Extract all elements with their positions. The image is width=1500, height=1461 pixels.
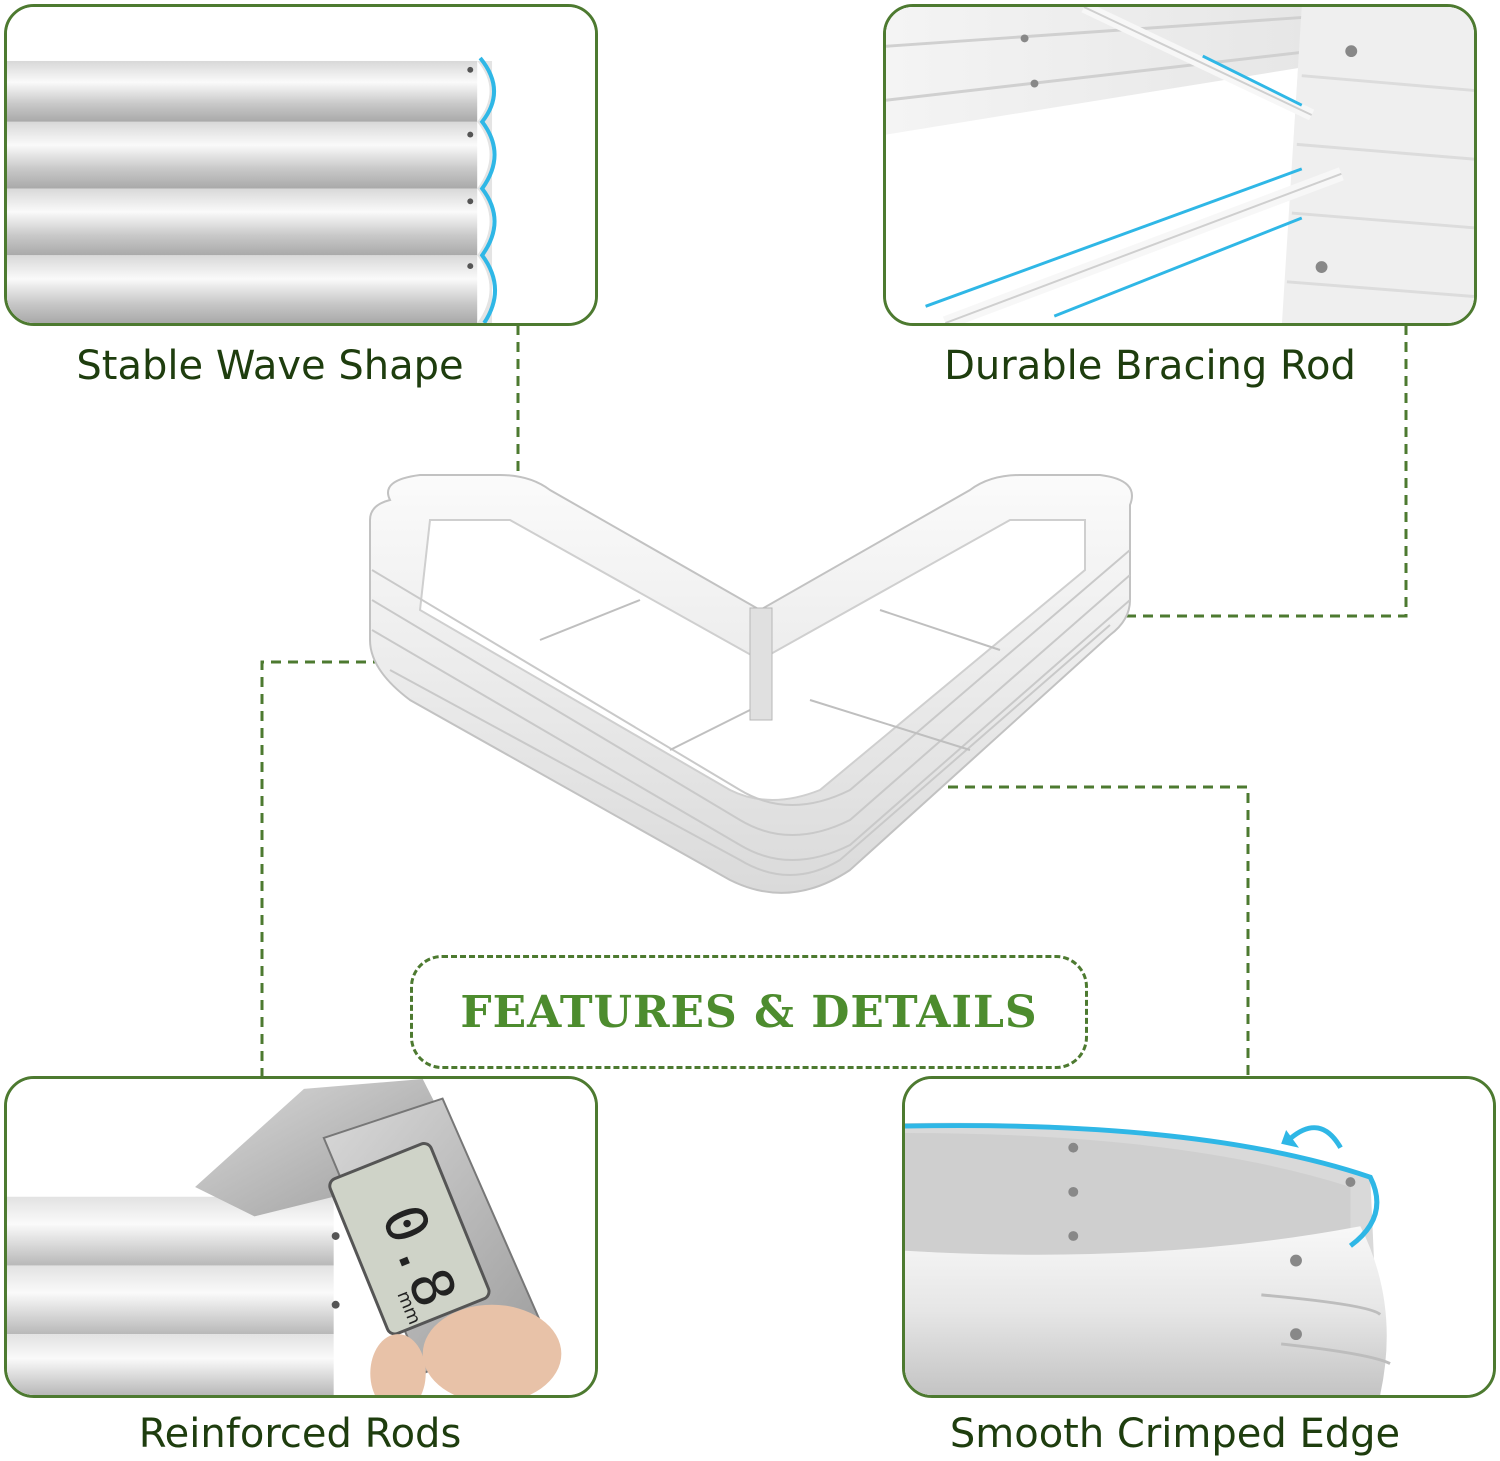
wave-shape-panel [4, 4, 598, 326]
crimped-edge-image [905, 1079, 1493, 1395]
wave-shape-image [7, 7, 595, 323]
bracing-rod-panel [883, 4, 1477, 326]
raised-bed-image [350, 460, 1180, 920]
wave-shape-caption: Stable Wave Shape [76, 343, 464, 389]
crimped-edge-panel [902, 1076, 1496, 1398]
reinforced-rods-caption: Reinforced Rods [138, 1411, 462, 1457]
caliper-image: 0.8 mm [7, 1079, 595, 1395]
bracing-rod-image [886, 7, 1474, 323]
features-badge: FEATURES & DETAILS [410, 955, 1088, 1069]
bracing-rod-caption: Durable Bracing Rod [944, 343, 1356, 389]
features-badge-label: FEATURES & DETAILS [460, 986, 1038, 1038]
reinforced-rods-panel: 0.8 mm [4, 1076, 598, 1398]
crimped-edge-caption: Smooth Crimped Edge [949, 1411, 1401, 1457]
